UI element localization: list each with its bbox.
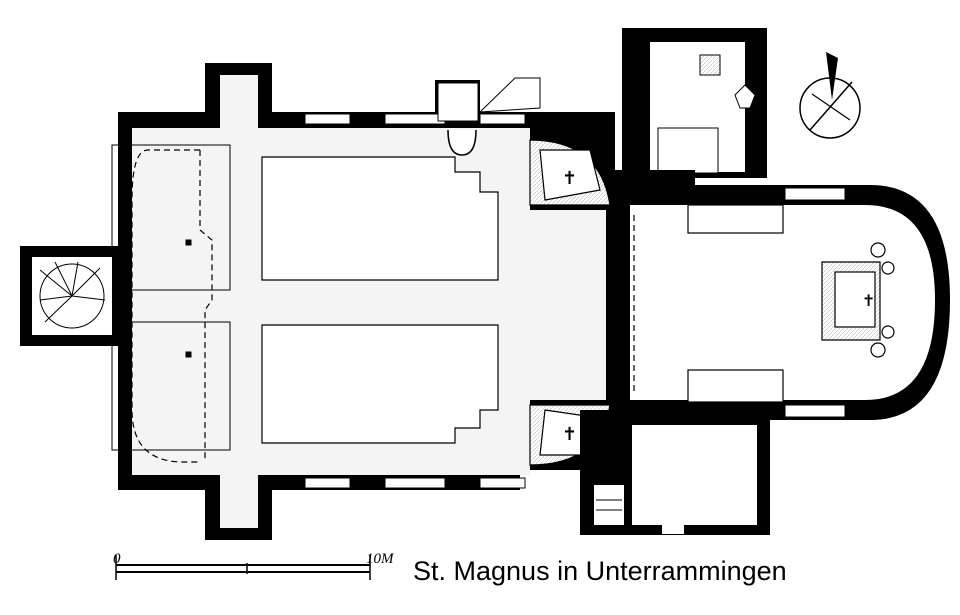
scale-bar — [115, 555, 371, 580]
side-altar-north: ✝ — [529, 139, 611, 206]
scale-start-label: 0 — [113, 551, 121, 567]
svg-text:✝: ✝ — [862, 291, 875, 310]
scale-end-label: 10M — [366, 551, 394, 567]
south-sacristy — [580, 410, 770, 535]
choir: ✝ — [615, 185, 950, 420]
svg-text:✝: ✝ — [562, 168, 577, 189]
pews — [261, 156, 499, 444]
nave: ✝ ✝ — [111, 63, 615, 540]
plan-caption: St. Magnus in Unterrammingen — [413, 556, 787, 586]
high-altar: ✝ — [821, 242, 895, 358]
north-tower — [615, 28, 767, 215]
west-stair — [20, 246, 118, 346]
svg-text:✝: ✝ — [562, 424, 577, 445]
north-stair — [437, 77, 541, 156]
north-arrow-icon — [799, 52, 861, 139]
